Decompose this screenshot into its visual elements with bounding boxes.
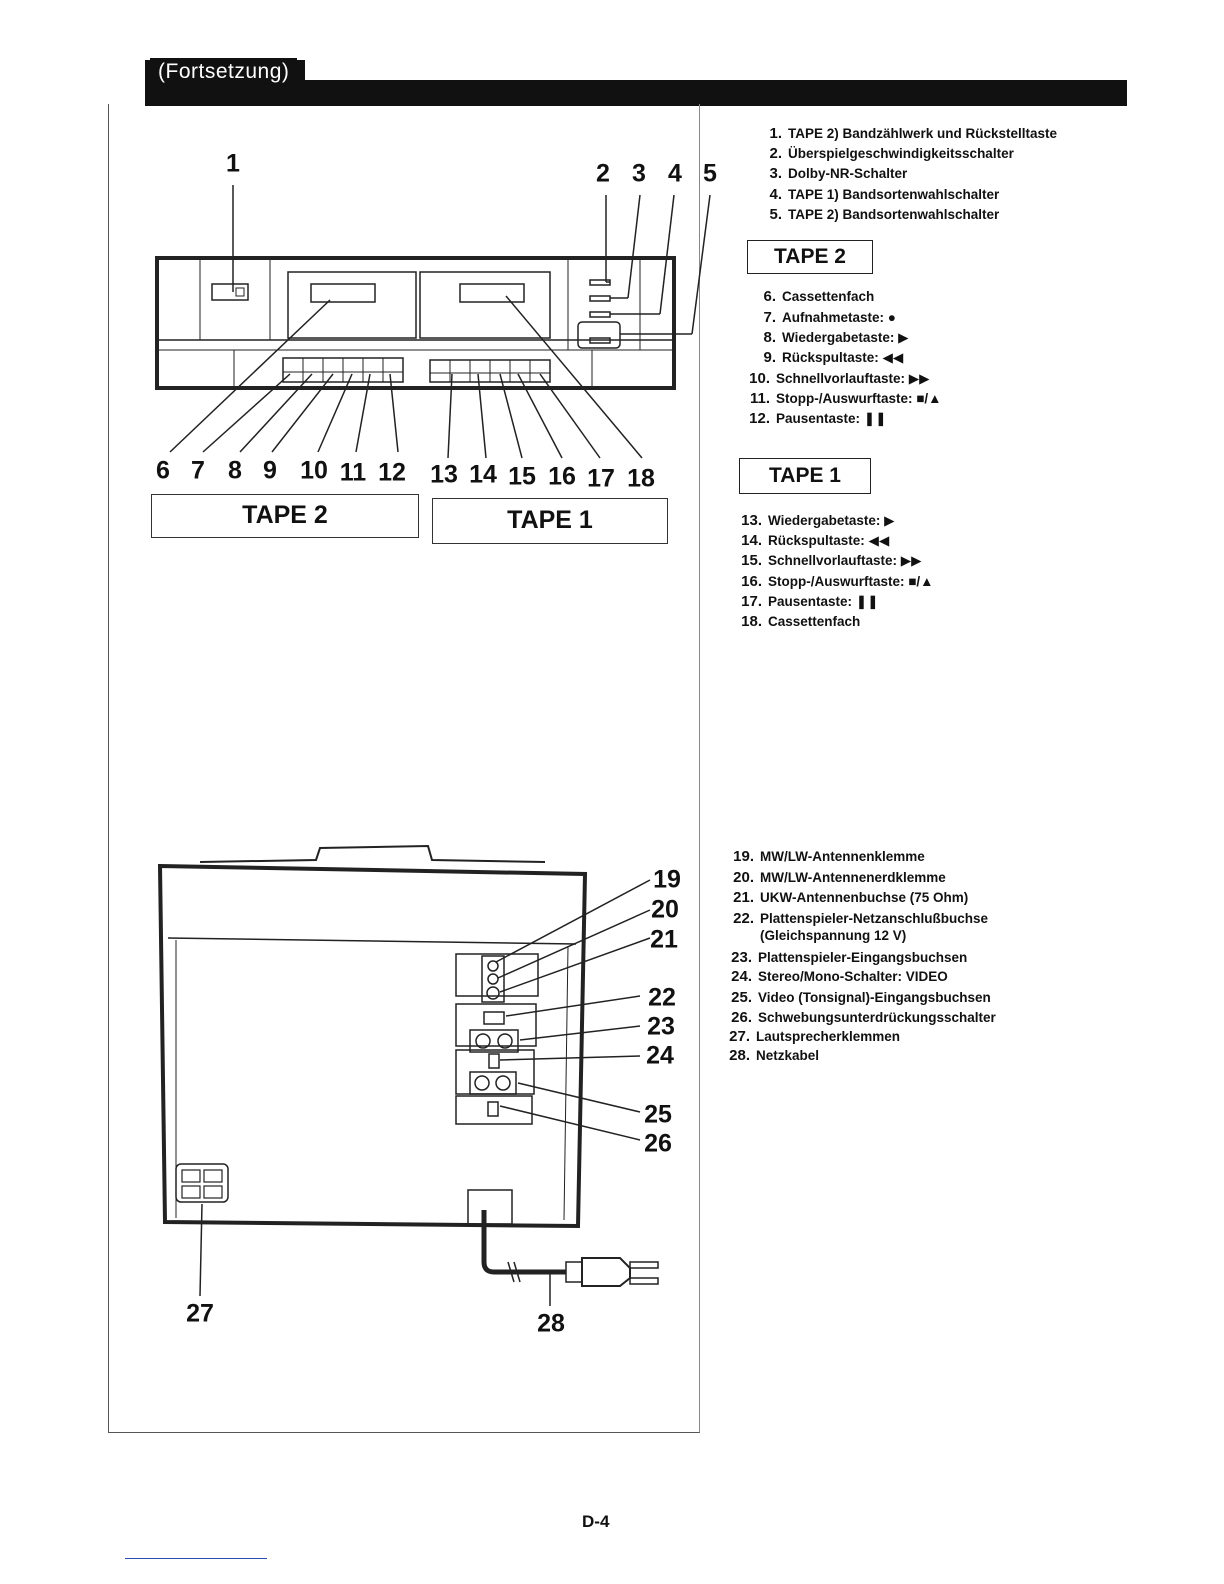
front-panel-drawing	[155, 185, 711, 459]
legend-item: 21.UKW-Antennenbuchse (75 Ohm)	[733, 889, 969, 906]
legend-item: 26.Schwebungsunterdrückungsschalter	[731, 1009, 996, 1026]
legend-item: 1.TAPE 2) Bandzählwerk und Rückstelltast…	[769, 125, 1058, 142]
legend-item: 13.Wiedergabetaste: ▶	[741, 512, 895, 529]
callout-13: 13	[430, 460, 458, 489]
callout-26: 26	[644, 1129, 672, 1158]
legend-item: 2.Überspielgeschwindigkeitsschalter	[769, 145, 1014, 162]
legend-item: 9.Rückspultaste: ◀◀	[763, 349, 904, 366]
legend-item: 7.Aufnahmetaste: ●	[763, 309, 896, 326]
legend-item: 10.Schnellvorlauftaste: ▶▶	[749, 370, 930, 387]
legend-item: 27.Lautsprecherklemmen	[729, 1028, 901, 1045]
callout-25: 25	[644, 1100, 672, 1129]
callout-14: 14	[469, 460, 497, 489]
callout-15: 15	[508, 462, 536, 491]
legend-item-continuation: (Gleichspannung 12 V)	[760, 928, 907, 943]
callout-5: 5	[703, 159, 717, 188]
legend-title-tape-2: TAPE 2	[747, 240, 873, 274]
legend-item: 19.MW/LW-Antennenklemme	[733, 848, 925, 865]
legend-item: 16.Stopp-/Auswurftaste: ■/▲	[741, 573, 934, 590]
legend-item: 24.Stereo/Mono-Schalter: VIDEO	[731, 968, 948, 985]
callout-20: 20	[651, 895, 679, 924]
callout-18: 18	[627, 464, 655, 493]
legend-item: 11.Stopp-/Auswurftaste: ■/▲	[749, 390, 942, 407]
legend-item: 18.Cassettenfach	[741, 613, 861, 630]
callout-24: 24	[646, 1041, 674, 1070]
legend-item: 5.TAPE 2) Bandsortenwahlschalter	[769, 206, 1000, 223]
callout-9: 9	[263, 456, 277, 485]
page-number: D-4	[582, 1512, 610, 1531]
header-title: (Fortsetzung)	[150, 58, 298, 86]
legend-item: 22.Plattenspieler-Netzanschlußbuchse	[733, 910, 989, 927]
callout-22: 22	[648, 983, 676, 1012]
legend-item: 6.Cassettenfach	[763, 288, 875, 305]
callout-4: 4	[668, 159, 682, 188]
header-bar	[145, 60, 1127, 106]
callout-8: 8	[228, 456, 242, 485]
callout-17: 17	[587, 464, 615, 493]
footer-rule	[125, 1558, 267, 1559]
callout-11: 11	[339, 458, 367, 487]
rear-panel-drawing	[157, 844, 659, 1306]
callout-12: 12	[378, 458, 406, 487]
legend-item: 4.TAPE 1) Bandsortenwahlschalter	[769, 186, 1000, 203]
legend-item: 20.MW/LW-Antennenerdklemme	[733, 869, 946, 886]
legend-item: 3.Dolby-NR-Schalter	[769, 165, 908, 182]
callout-27: 27	[186, 1299, 214, 1328]
legend-item: 12.Pausentaste: ❚❚	[749, 410, 887, 427]
callout-3: 3	[632, 159, 646, 188]
diagram-frame	[108, 104, 700, 1433]
diagram-label-tape-2: TAPE 2	[151, 494, 419, 538]
legend-item: 14.Rückspultaste: ◀◀	[741, 532, 890, 549]
legend-title-tape-1: TAPE 1	[739, 458, 871, 494]
diagram-label-tape-1: TAPE 1	[432, 498, 668, 544]
legend-item: 15.Schnellvorlauftaste: ▶▶	[741, 552, 922, 569]
callout-21: 21	[650, 925, 678, 954]
callout-19: 19	[653, 865, 681, 894]
callout-7: 7	[191, 456, 205, 485]
callout-28: 28	[537, 1309, 565, 1338]
callout-10: 10	[300, 456, 328, 485]
legend-item: 17.Pausentaste: ❚❚	[741, 593, 879, 610]
callout-1: 1	[226, 149, 240, 178]
callout-2: 2	[596, 159, 610, 188]
legend-item: 28.Netzkabel	[729, 1047, 820, 1064]
callout-6: 6	[156, 456, 170, 485]
legend-item: 23.Plattenspieler-Eingangsbuchsen	[731, 949, 968, 966]
callout-23: 23	[647, 1012, 675, 1041]
legend-item: 8.Wiedergabetaste: ▶	[763, 329, 909, 346]
legend-item: 25.Video (Tonsignal)-Eingangsbuchsen	[731, 989, 991, 1006]
callout-16: 16	[548, 462, 576, 491]
